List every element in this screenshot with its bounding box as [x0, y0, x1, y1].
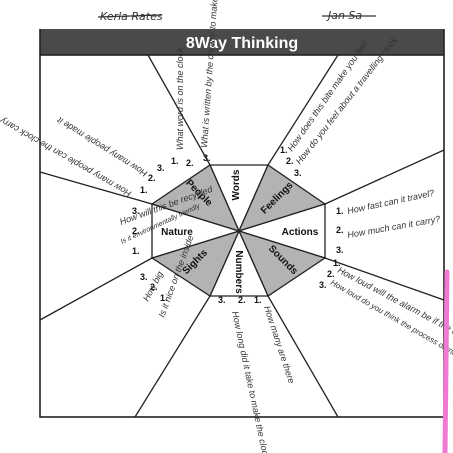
- svg-text:1.: 1.: [280, 145, 288, 155]
- title-bar: [40, 29, 444, 55]
- svg-text:1.: 1.: [336, 206, 344, 216]
- label-numbers: Numbers: [233, 250, 244, 294]
- answer-sounds-1: How loud will the alarm be if the clock: [336, 265, 453, 345]
- svg-text:3.: 3.: [157, 163, 165, 173]
- answer-numbers-2: How long did it take to make the clock: [230, 310, 271, 453]
- question-numbers: 1.2.3. 1.2.3. 1.2.3. 1.2.3. 1.2.3. 1.2.3…: [132, 145, 344, 305]
- svg-text:2.: 2.: [327, 269, 335, 279]
- svg-text:3.: 3.: [140, 272, 148, 282]
- svg-text:2.: 2.: [336, 225, 344, 235]
- label-words: Words: [231, 169, 242, 200]
- worksheet-title: 8Way Thinking: [186, 35, 298, 52]
- svg-text:1.: 1.: [171, 156, 179, 166]
- label-actions: Actions: [282, 227, 319, 238]
- outer-frame: [39, 54, 445, 418]
- svg-text:3.: 3.: [203, 153, 211, 163]
- label-nature: Nature: [161, 227, 193, 238]
- svg-text:1.: 1.: [333, 258, 341, 268]
- segment-people: [150, 164, 241, 233]
- svg-text:2.: 2.: [186, 158, 194, 168]
- svg-text:2.: 2.: [238, 295, 246, 305]
- answer-people-2: How many people made it: [55, 115, 149, 179]
- octagon: [150, 164, 327, 297]
- svg-text:1.: 1.: [160, 293, 168, 303]
- answer-words-2: What is written by the creator to make t…: [199, 0, 221, 148]
- svg-text:3.: 3.: [336, 245, 344, 255]
- svg-text:3.: 3.: [132, 206, 140, 216]
- svg-text:2.: 2.: [286, 156, 294, 166]
- highlighter-mark: [442, 269, 450, 453]
- svg-text:1.: 1.: [132, 246, 140, 256]
- svg-text:2.: 2.: [150, 282, 158, 292]
- spoke-lines: [39, 54, 445, 418]
- svg-text:1.: 1.: [140, 185, 148, 195]
- svg-text:3.: 3.: [218, 295, 226, 305]
- answer-actions-2: How much can it carry?: [347, 214, 441, 240]
- svg-text:2.: 2.: [132, 226, 140, 236]
- answer-actions-1: How fast can it travel?: [346, 188, 435, 216]
- answer-words-1: What word is on the clock: [175, 47, 185, 150]
- svg-text:3.: 3.: [294, 168, 302, 178]
- name-strike-left: [97, 14, 163, 18]
- svg-text:3.: 3.: [319, 280, 327, 290]
- svg-text:2.: 2.: [148, 173, 156, 183]
- svg-text:1.: 1.: [254, 295, 262, 305]
